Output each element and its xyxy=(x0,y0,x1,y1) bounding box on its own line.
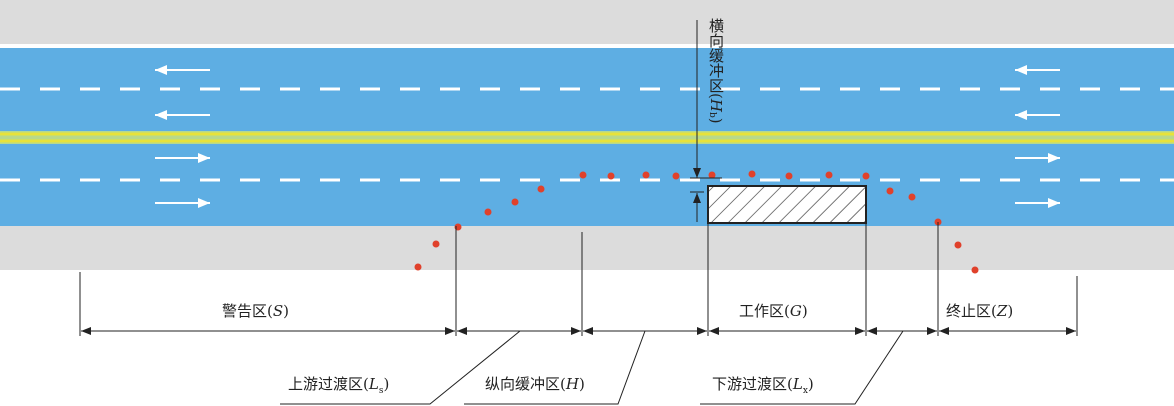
top-shoulder xyxy=(0,0,1174,46)
lateral-buffer-label: 横向缓冲区(Hb) xyxy=(707,18,725,124)
upstream-transition-label: 上游过渡区(Ls) xyxy=(288,375,390,396)
dimension-lines xyxy=(79,20,1078,405)
traffic-cone xyxy=(672,172,680,180)
traffic-cone xyxy=(642,171,650,179)
traffic-cone xyxy=(511,198,519,206)
traffic-cone xyxy=(537,185,545,193)
traffic-cone xyxy=(908,193,916,201)
longitudinal-buffer-label: 纵向缓冲区(H) xyxy=(485,375,585,393)
traffic-cone xyxy=(886,187,894,195)
traffic-cone xyxy=(748,170,756,178)
traffic-cone xyxy=(708,171,716,179)
downstream-transition-label: 下游过渡区(Lx) xyxy=(712,375,814,396)
warning-zone-label: 警告区(S) xyxy=(222,302,290,320)
traffic-cone xyxy=(862,172,870,180)
traffic-cone xyxy=(414,263,422,271)
work-area xyxy=(707,185,867,224)
traffic-cone xyxy=(825,171,833,179)
termination-zone-label: 终止区(Z) xyxy=(946,302,1014,320)
traffic-cone xyxy=(785,172,793,180)
traffic-cones xyxy=(414,170,979,274)
lane-arrows xyxy=(155,65,1060,208)
traffic-cone xyxy=(432,240,440,248)
traffic-cone xyxy=(607,172,615,180)
traffic-cone xyxy=(954,241,962,249)
traffic-cone xyxy=(579,171,587,179)
work-zone-label: 工作区(G) xyxy=(739,302,808,320)
traffic-cone xyxy=(484,208,492,216)
traffic-cone xyxy=(971,266,979,274)
center-double-yellow xyxy=(0,131,1174,144)
bottom-shoulder xyxy=(0,226,1174,270)
